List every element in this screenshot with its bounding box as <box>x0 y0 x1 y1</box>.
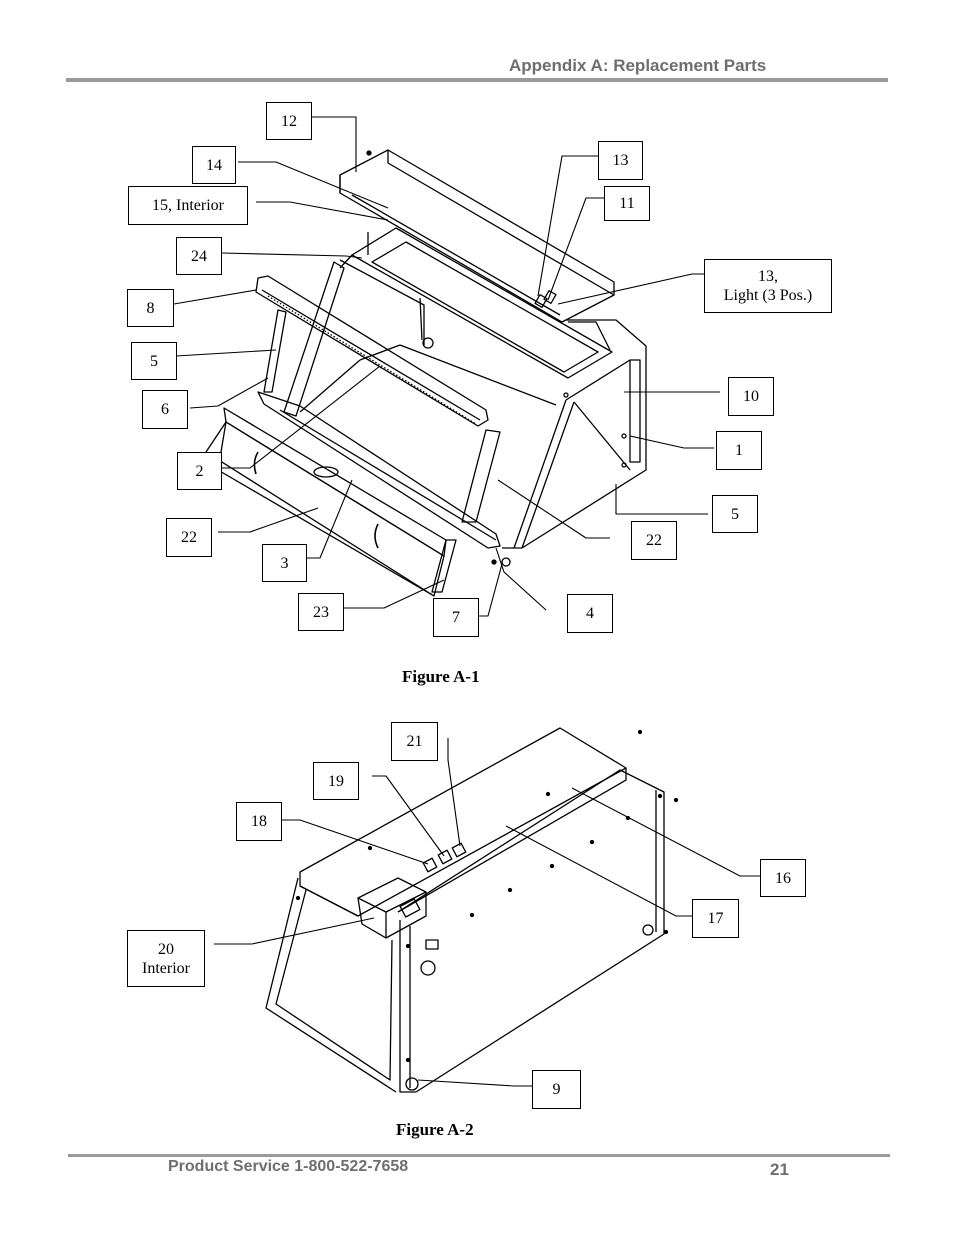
figure-a2-caption: Figure A-2 <box>396 1120 474 1139</box>
callout-12: 12 <box>266 102 312 140</box>
callout-8: 8 <box>127 289 174 327</box>
figure-a1-caption: Figure A-1 <box>402 667 480 686</box>
callout-21: 21 <box>391 722 438 761</box>
callout-3: 3 <box>262 544 307 582</box>
callout-18: 18 <box>236 802 282 841</box>
callout-13: 13 <box>598 141 643 180</box>
callout-22-right: 22 <box>631 521 677 560</box>
footer-page-number: 21 <box>770 1160 789 1179</box>
callout-4: 4 <box>567 594 613 633</box>
callout-5-right: 5 <box>712 495 758 533</box>
callout-13-light-3-pos: 13, Light (3 Pos.) <box>704 259 832 313</box>
callout-6: 6 <box>142 390 188 429</box>
callout-23: 23 <box>298 593 344 631</box>
callout-22-left: 22 <box>166 518 212 557</box>
figure-a2-hood-illustration <box>265 727 679 1093</box>
header-rule <box>66 78 888 82</box>
figure-a2-leader-lines <box>214 738 760 1087</box>
callout-1: 1 <box>716 431 762 470</box>
callout-19: 19 <box>313 762 359 800</box>
callout-5-left: 5 <box>131 342 177 380</box>
callout-17: 17 <box>692 899 739 938</box>
figure-a1-leader-lines <box>173 116 720 617</box>
callout-24: 24 <box>176 237 222 275</box>
footer-rule <box>68 1154 890 1157</box>
callout-11: 11 <box>604 186 650 221</box>
callout-15-interior: 15, Interior <box>128 186 248 225</box>
callout-10: 10 <box>728 377 774 416</box>
callout-16: 16 <box>760 859 806 897</box>
figure-a1-hood-illustration <box>205 149 647 597</box>
page-header-title: Appendix A: Replacement Parts <box>509 56 767 75</box>
callout-14: 14 <box>192 146 236 184</box>
footer-product-service: Product Service 1-800-522-7658 <box>168 1158 409 1175</box>
callout-9: 9 <box>532 1070 581 1109</box>
callout-2: 2 <box>177 452 222 490</box>
callout-20-interior: 20 Interior <box>127 930 205 987</box>
callout-7: 7 <box>433 598 479 637</box>
